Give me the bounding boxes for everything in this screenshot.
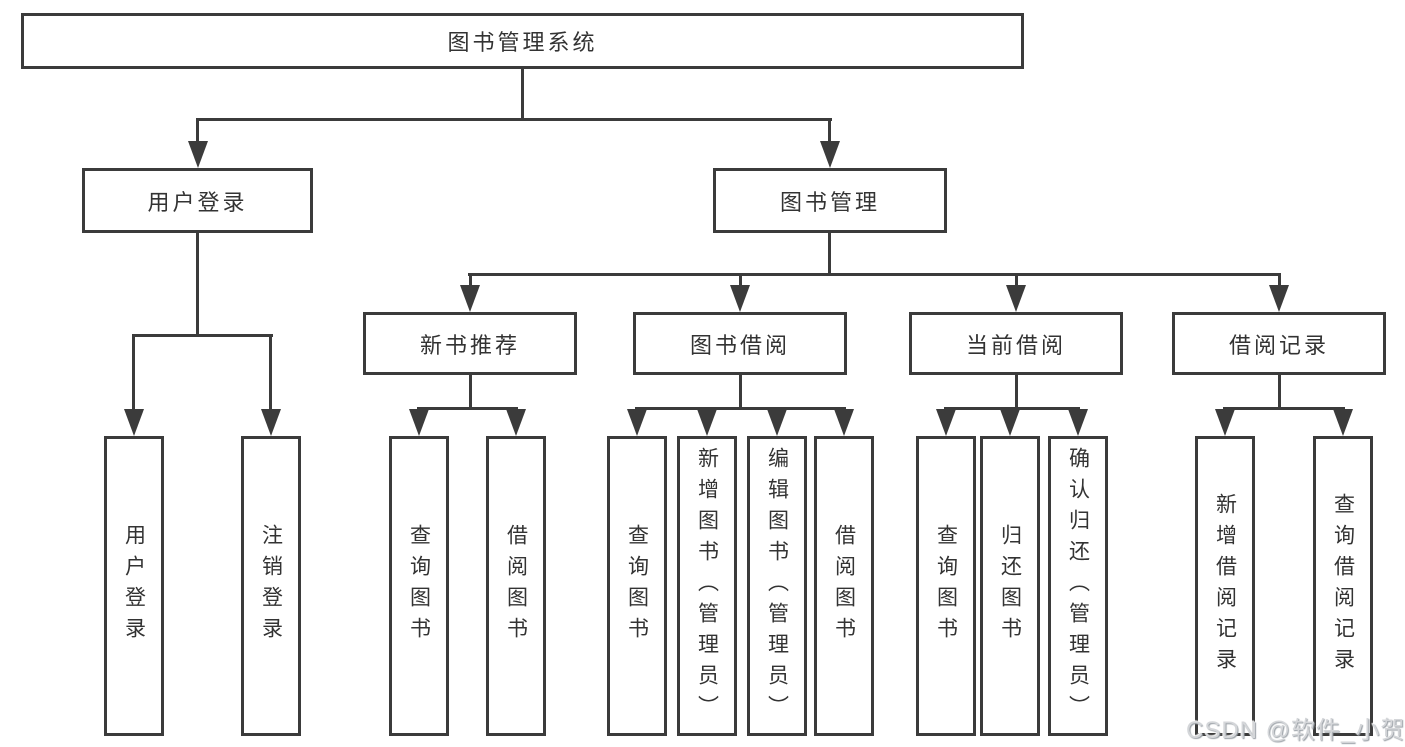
arrow-down-icon bbox=[506, 409, 526, 436]
connector-stem bbox=[1278, 273, 1281, 287]
node-book-borrow: 图书借阅 bbox=[633, 312, 847, 375]
connector-rail bbox=[944, 407, 1080, 410]
connector-stem bbox=[196, 118, 199, 143]
node-label: 图书管理 bbox=[779, 189, 880, 215]
arrow-down-icon bbox=[767, 409, 787, 436]
arrow-down-icon bbox=[936, 409, 956, 436]
node-current-borrow: 当前借阅 bbox=[909, 312, 1123, 375]
connector-stem bbox=[1015, 375, 1018, 408]
leaf-label: 查询借阅记录 bbox=[1331, 493, 1355, 679]
leaf-label: 查询图书 bbox=[407, 524, 431, 648]
node-label: 用户登录 bbox=[147, 189, 248, 215]
arrow-down-icon bbox=[697, 409, 717, 436]
leaf-borrow-add-book: 新增图书（管理员） bbox=[677, 436, 737, 736]
leaf-borrow-borrow-book: 借阅图书 bbox=[814, 436, 874, 736]
leaf-label: 编辑图书（管理员） bbox=[765, 446, 789, 726]
arrow-down-icon bbox=[124, 409, 144, 436]
arrow-down-icon bbox=[1068, 409, 1088, 436]
leaf-logout: 注销登录 bbox=[241, 436, 301, 736]
node-label: 借阅记录 bbox=[1228, 332, 1329, 358]
node-user-login: 用户登录 bbox=[82, 168, 313, 233]
arrow-down-icon bbox=[1333, 409, 1353, 436]
leaf-records-query-record: 查询借阅记录 bbox=[1313, 436, 1373, 736]
arrow-down-icon bbox=[834, 409, 854, 436]
leaf-rec-query-books: 查询图书 bbox=[389, 436, 449, 736]
leaf-borrow-edit-book: 编辑图书（管理员） bbox=[747, 436, 807, 736]
connector-rail bbox=[132, 334, 273, 337]
leaf-label: 查询图书 bbox=[625, 524, 649, 648]
arrow-down-icon bbox=[261, 409, 281, 436]
leaf-records-add-record: 新增借阅记录 bbox=[1195, 436, 1255, 736]
connector-stem bbox=[1278, 375, 1281, 408]
node-new-book-rec: 新书推荐 bbox=[363, 312, 577, 375]
leaf-label: 借阅图书 bbox=[832, 524, 856, 648]
leaf-label: 注销登录 bbox=[259, 524, 283, 648]
connector-rail bbox=[635, 407, 846, 410]
leaf-label: 新增借阅记录 bbox=[1213, 493, 1237, 679]
node-root-label: 图书管理系统 bbox=[447, 30, 598, 55]
connector-stem bbox=[469, 273, 472, 287]
connector-stem bbox=[132, 334, 135, 409]
connector-stem bbox=[269, 334, 272, 409]
connector-stem bbox=[828, 233, 831, 273]
leaf-current-confirm-return: 确认归还（管理员） bbox=[1048, 436, 1108, 736]
leaf-rec-borrow-books: 借阅图书 bbox=[486, 436, 546, 736]
arrow-down-icon bbox=[1215, 409, 1235, 436]
connector-stem bbox=[196, 233, 199, 334]
connector-stem bbox=[739, 375, 742, 408]
leaf-current-query-books: 查询图书 bbox=[916, 436, 976, 736]
leaf-user-login: 用户登录 bbox=[104, 436, 164, 736]
connector-stem bbox=[1015, 273, 1018, 287]
leaf-borrow-query-books: 查询图书 bbox=[607, 436, 667, 736]
connector-stem bbox=[469, 375, 472, 408]
connector-root-drop bbox=[521, 69, 524, 118]
node-borrow-records: 借阅记录 bbox=[1172, 312, 1386, 375]
arrow-down-icon bbox=[730, 285, 750, 312]
connector-rail bbox=[417, 407, 518, 410]
arrow-down-icon bbox=[409, 409, 429, 436]
node-book-mgmt: 图书管理 bbox=[713, 168, 947, 233]
arrow-down-icon bbox=[820, 141, 840, 168]
arrow-down-icon bbox=[627, 409, 647, 436]
node-root: 图书管理系统 bbox=[21, 13, 1024, 69]
arrow-down-icon bbox=[460, 285, 480, 312]
connector-stem bbox=[828, 118, 831, 143]
node-label: 图书借阅 bbox=[689, 332, 790, 358]
leaf-label: 借阅图书 bbox=[504, 524, 528, 648]
arrow-down-icon bbox=[1000, 409, 1020, 436]
leaf-label: 确认归还（管理员） bbox=[1066, 446, 1090, 726]
leaf-label: 归还图书 bbox=[998, 524, 1022, 648]
arrow-down-icon bbox=[1269, 285, 1289, 312]
arrow-down-icon bbox=[1006, 285, 1026, 312]
leaf-label: 用户登录 bbox=[122, 524, 146, 648]
connector-stem bbox=[739, 273, 742, 287]
leaf-label: 新增图书（管理员） bbox=[695, 446, 719, 726]
connector-level3-rail bbox=[468, 273, 1281, 276]
node-label: 当前借阅 bbox=[965, 332, 1066, 358]
connector-level2-rail bbox=[197, 118, 832, 121]
leaf-current-return-book: 归还图书 bbox=[980, 436, 1040, 736]
node-label: 新书推荐 bbox=[419, 332, 520, 358]
csdn-watermark: CSDN @软件_小贺同学 bbox=[1186, 717, 1405, 744]
arrow-down-icon bbox=[188, 141, 208, 168]
connector-rail bbox=[1223, 407, 1345, 410]
leaf-label: 查询图书 bbox=[934, 524, 958, 648]
